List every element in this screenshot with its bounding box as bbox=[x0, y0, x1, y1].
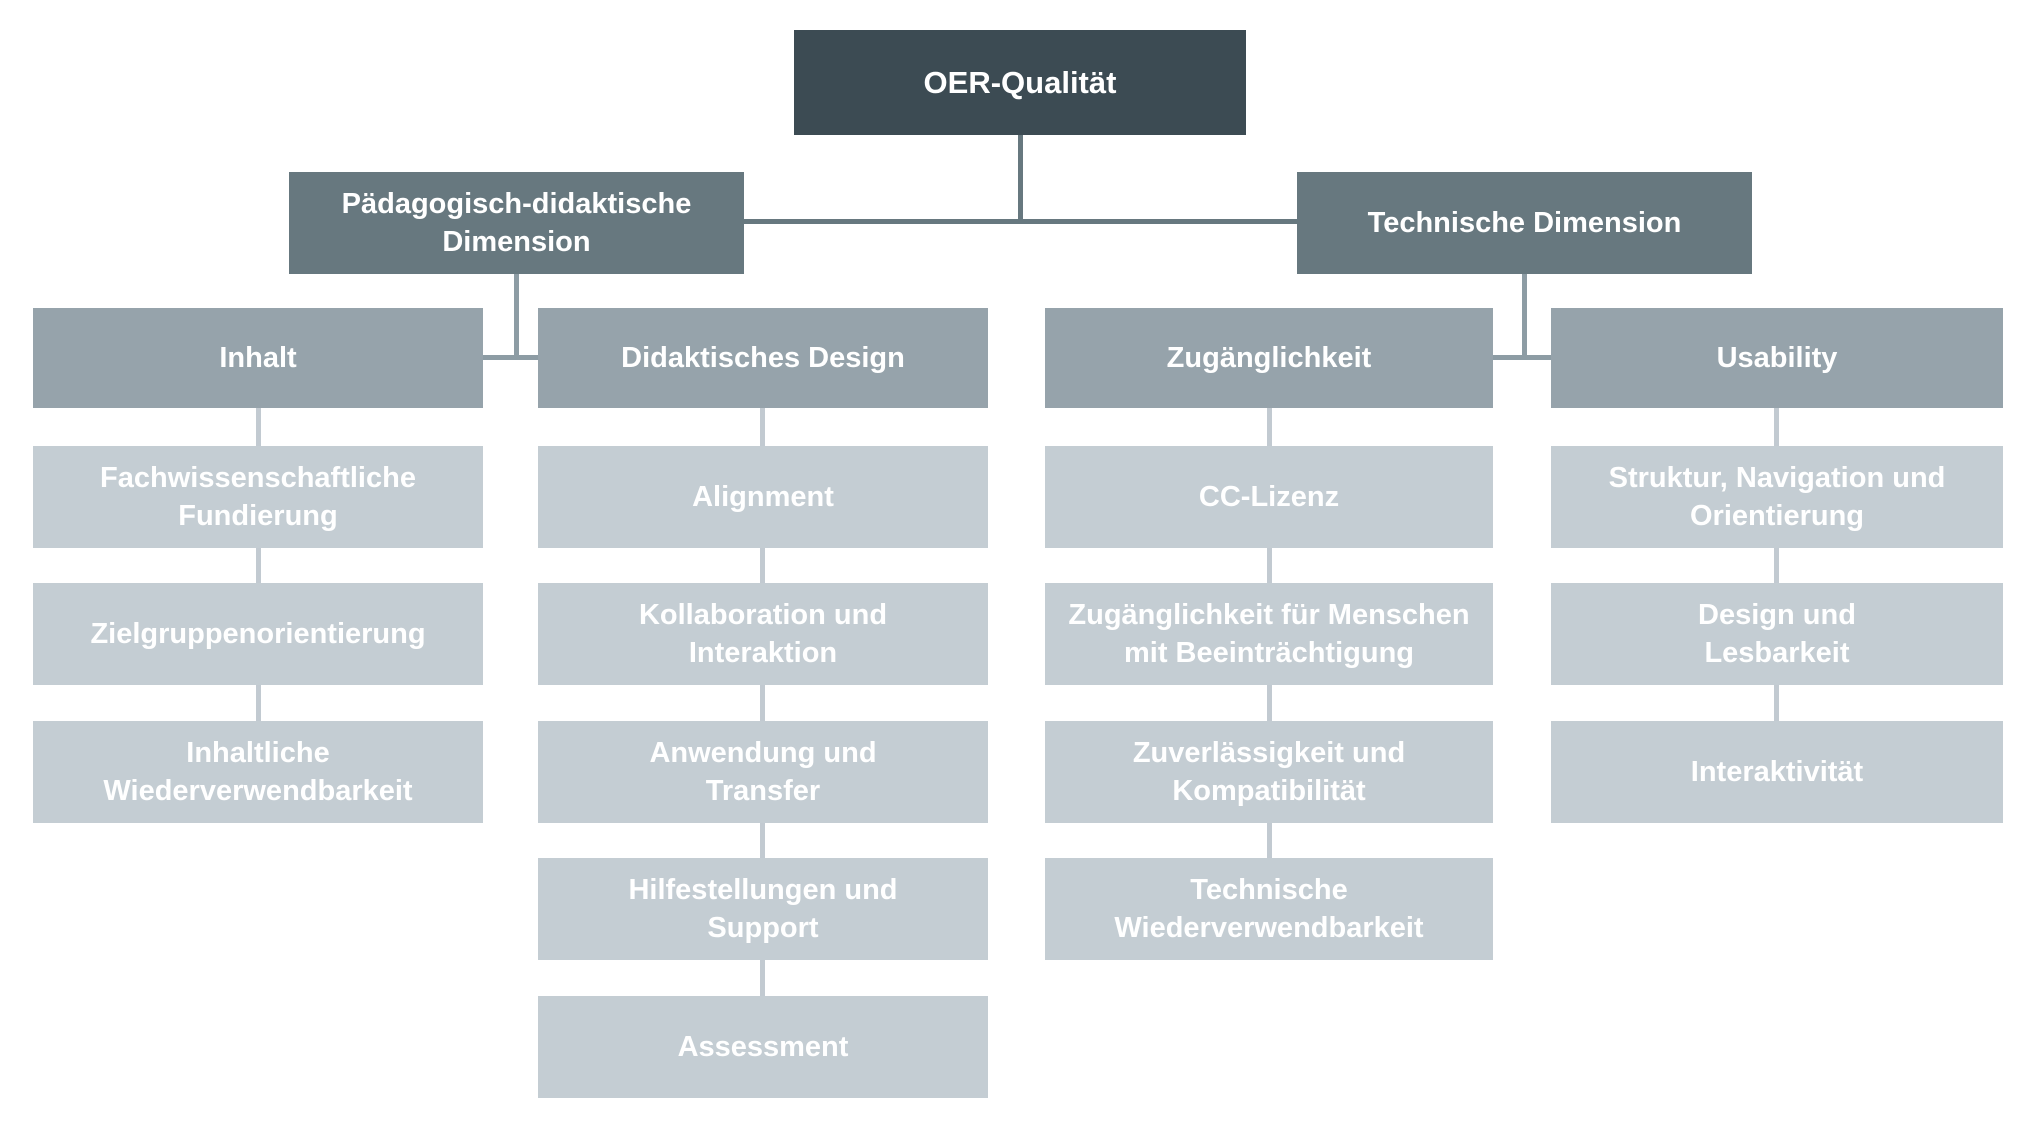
connector-col4-seg1 bbox=[1774, 408, 1779, 446]
connector-col3-seg4 bbox=[1267, 823, 1272, 858]
item-inhaltliche-wiederverwendbarkeit: Inhaltliche Wiederverwendbarkeit bbox=[33, 721, 483, 823]
connector-zugaenglichkeit-usability-horizontal bbox=[1493, 355, 1551, 360]
item-design-und-lesbarkeit: Design und Lesbarkeit bbox=[1551, 583, 2003, 685]
item-technische-wiederverwendbarkeit: Technische Wiederverwendbarkeit bbox=[1045, 858, 1493, 960]
connector-root-vertical bbox=[1018, 135, 1023, 221]
root-node: OER-Qualität bbox=[794, 30, 1246, 135]
category-header-zugaenglichkeit: Zugänglichkeit bbox=[1045, 308, 1493, 408]
item-zielgruppenorientierung: Zielgruppenorientierung bbox=[33, 583, 483, 685]
connector-col2-seg1 bbox=[760, 408, 765, 446]
connector-col1-seg1 bbox=[256, 408, 261, 446]
item-zuverlaessigkeit-und-kompatibilitaet: Zuverlässigkeit und Kompatibilität bbox=[1045, 721, 1493, 823]
connector-paedagogisch-vertical bbox=[514, 274, 519, 360]
connector-col2-seg2 bbox=[760, 548, 765, 583]
item-kollaboration-und-interaktion: Kollaboration und Interaktion bbox=[538, 583, 988, 685]
connector-col1-seg2 bbox=[256, 548, 261, 583]
category-header-inhalt: Inhalt bbox=[33, 308, 483, 408]
connector-inhalt-didaktisches-horizontal bbox=[483, 355, 538, 360]
category-header-usability: Usability bbox=[1551, 308, 2003, 408]
connector-col3-seg2 bbox=[1267, 548, 1272, 583]
item-alignment: Alignment bbox=[538, 446, 988, 548]
category-header-didaktisches-design: Didaktisches Design bbox=[538, 308, 988, 408]
connector-col2-seg4 bbox=[760, 823, 765, 858]
item-fachwissenschaftliche-fundierung: Fachwissenschaftliche Fundierung bbox=[33, 446, 483, 548]
connector-dimensions-horizontal bbox=[744, 219, 1297, 224]
dimension-node-technisch: Technische Dimension bbox=[1297, 172, 1752, 274]
item-hilfestellungen-und-support: Hilfestellungen und Support bbox=[538, 858, 988, 960]
connector-technisch-vertical bbox=[1522, 274, 1527, 360]
item-cc-lizenz: CC-Lizenz bbox=[1045, 446, 1493, 548]
dimension-node-paedagogisch-didaktisch: Pädagogisch-didaktische Dimension bbox=[289, 172, 744, 274]
item-anwendung-und-transfer: Anwendung und Transfer bbox=[538, 721, 988, 823]
connector-col2-seg3 bbox=[760, 685, 765, 721]
connector-col1-seg3 bbox=[256, 685, 261, 721]
connector-col4-seg2 bbox=[1774, 548, 1779, 583]
item-interaktivitaet: Interaktivität bbox=[1551, 721, 2003, 823]
item-zugaenglichkeit-fuer-menschen: Zugänglichkeit für Menschen mit Beeinträ… bbox=[1045, 583, 1493, 685]
connector-col3-seg3 bbox=[1267, 685, 1272, 721]
item-assessment: Assessment bbox=[538, 996, 988, 1098]
connector-col2-seg5 bbox=[760, 960, 765, 996]
connector-col3-seg1 bbox=[1267, 408, 1272, 446]
item-struktur-navigation-orientierung: Struktur, Navigation und Orientierung bbox=[1551, 446, 2003, 548]
connector-col4-seg3 bbox=[1774, 685, 1779, 721]
